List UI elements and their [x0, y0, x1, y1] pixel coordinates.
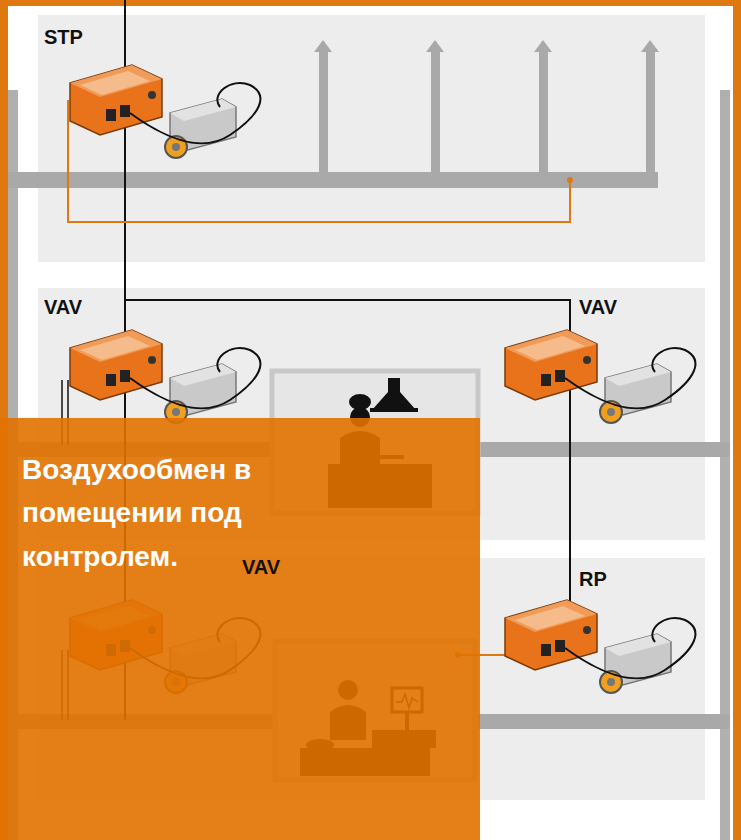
device-label: VAV [579, 296, 617, 319]
device-label: RP [579, 568, 607, 591]
caption-band: Воздухообмен в помещении под контролем. [0, 418, 480, 840]
device-label: VAV [242, 556, 280, 579]
device-label: STP [44, 26, 83, 49]
device-label: VAV [44, 296, 82, 319]
